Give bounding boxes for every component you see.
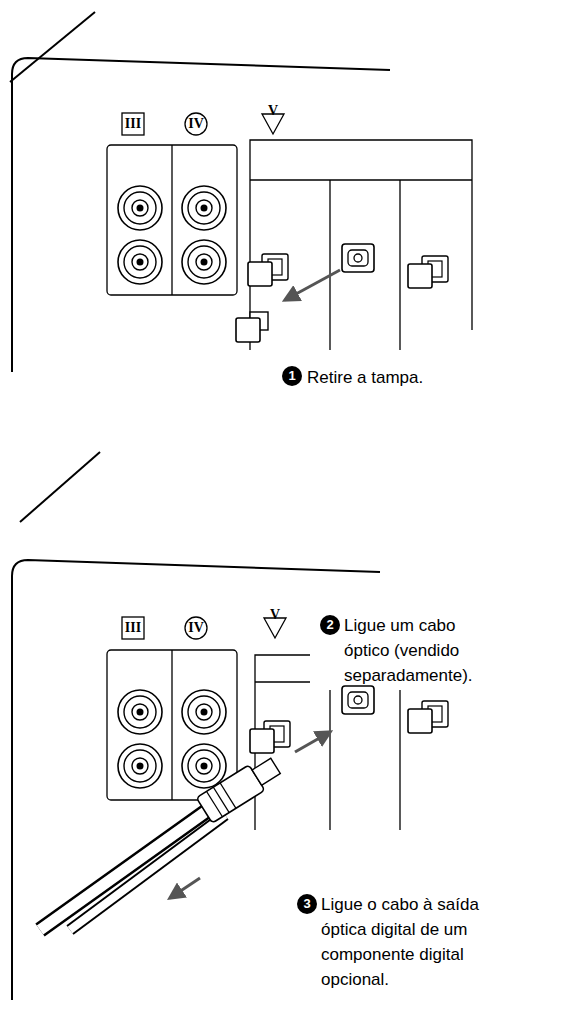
section-label: IV — [184, 113, 208, 135]
section-label: III — [121, 617, 145, 639]
step-note: Ligue um cabo óptico (vendido separadame… — [344, 613, 496, 688]
section-label: V — [263, 604, 287, 626]
step-note: Retire a tampa. — [307, 365, 507, 390]
step-note: Ligue o cabo à saída óptica digital de u… — [321, 892, 517, 992]
callout-number: 3 — [297, 894, 317, 914]
section-label: IV — [184, 617, 208, 639]
section-label: V — [261, 100, 285, 122]
callout-number: 2 — [320, 615, 340, 635]
section-label: III — [121, 113, 145, 135]
callout-number: 1 — [282, 366, 302, 386]
